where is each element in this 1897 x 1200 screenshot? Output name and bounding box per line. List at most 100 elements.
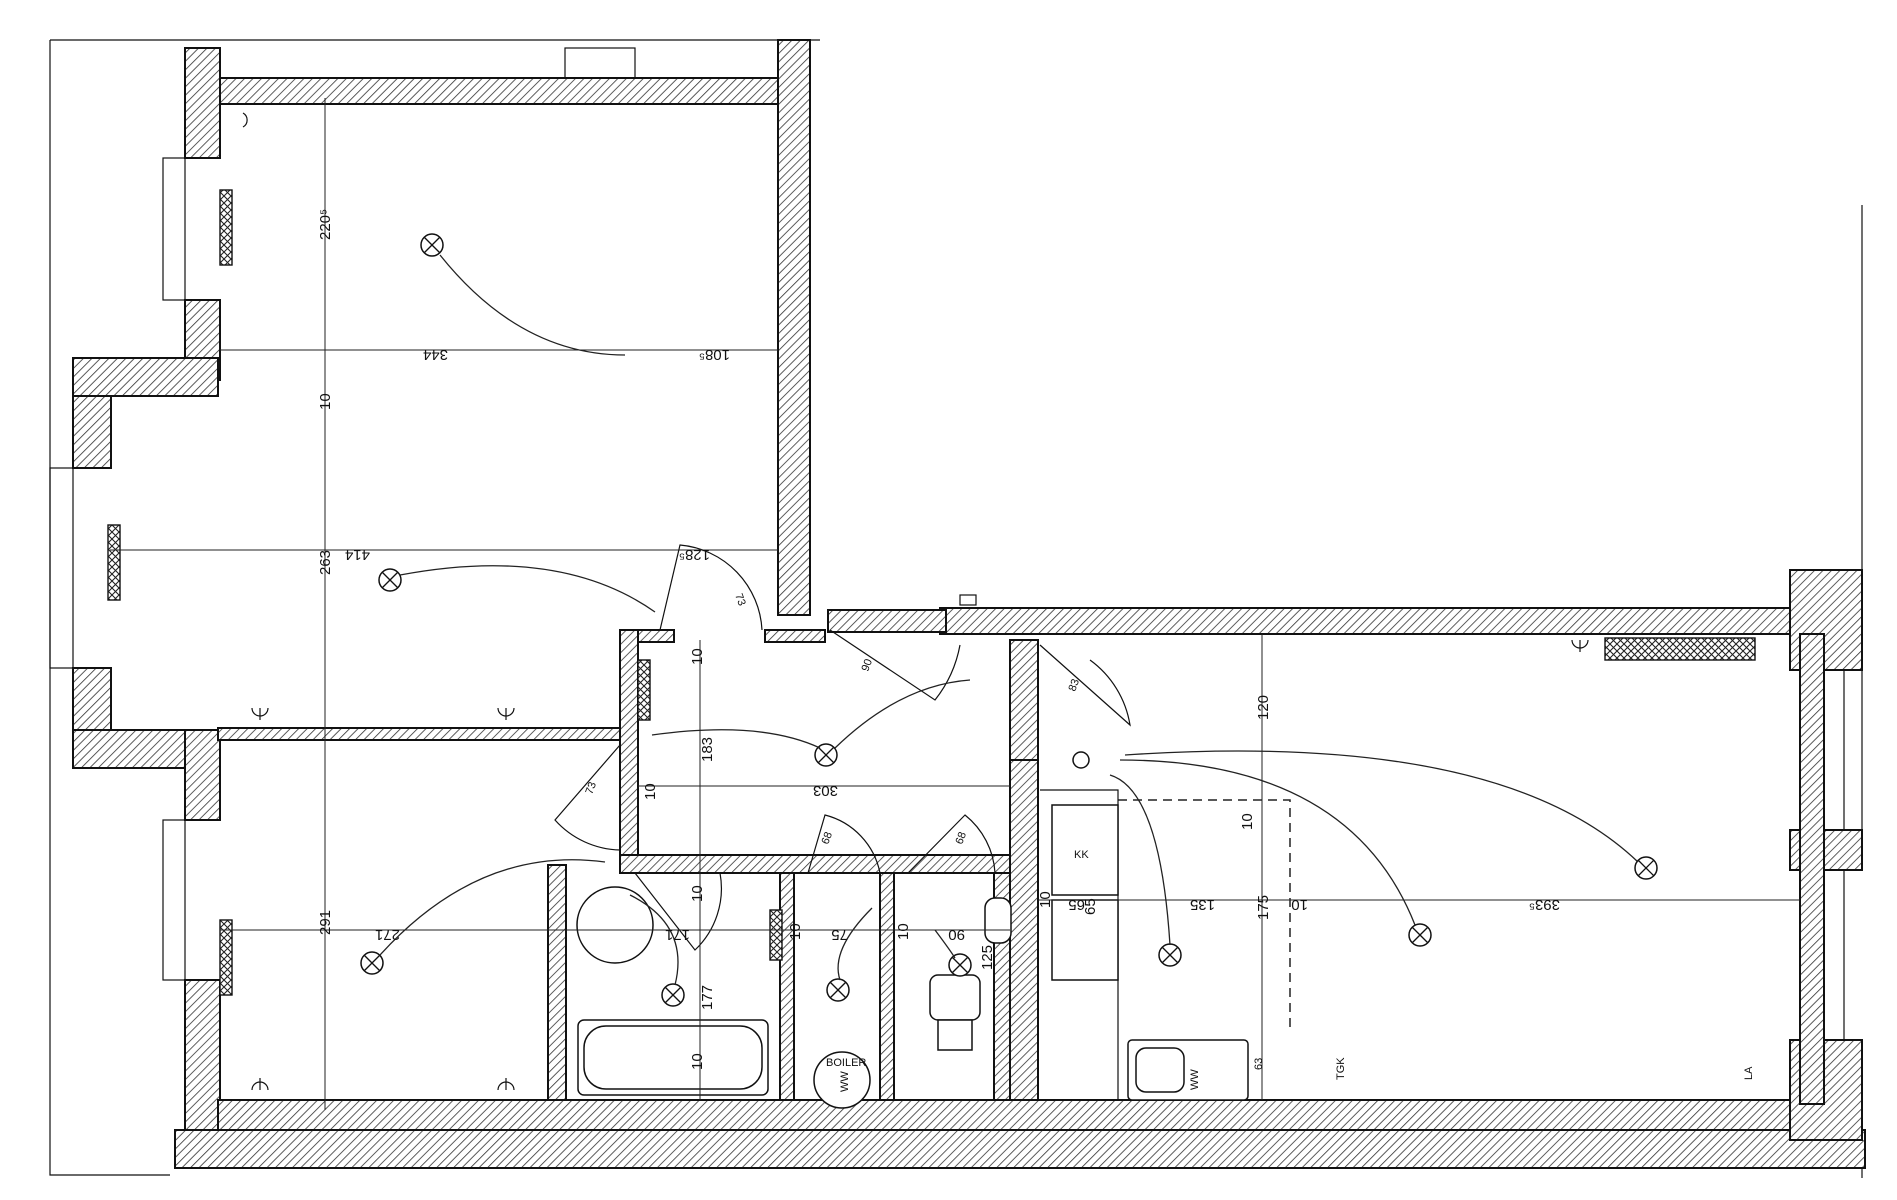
dim-10b: 10 bbox=[689, 648, 706, 665]
bath-east-wall bbox=[779, 872, 795, 1101]
dim-75: 75 bbox=[831, 926, 848, 943]
dim-10a: 10 bbox=[317, 393, 334, 410]
hall-north-stub-mid bbox=[764, 629, 826, 643]
east-block-north-wall bbox=[939, 607, 1791, 635]
socket-4 bbox=[251, 1078, 269, 1091]
wire-bedroom bbox=[439, 254, 626, 356]
bath-west-wall bbox=[547, 864, 567, 1101]
ww-label-1: WW bbox=[839, 1071, 851, 1092]
south-balcony-wall bbox=[174, 1129, 1866, 1169]
dim-125: 125 bbox=[979, 945, 996, 970]
window-room-southwest bbox=[162, 819, 186, 981]
door-bath bbox=[634, 872, 723, 951]
east-inner-wall bbox=[1799, 633, 1825, 1105]
dim-10d: 10 bbox=[642, 783, 659, 800]
wire-wc bbox=[934, 929, 956, 959]
window-bay bbox=[49, 467, 74, 669]
dim-108: 108⁵ bbox=[699, 346, 730, 363]
ww-label-2: WW bbox=[1189, 1069, 1201, 1090]
dim-90b: 90 bbox=[948, 926, 965, 943]
dim-303: 303 bbox=[813, 782, 838, 799]
bathroom-fixtures bbox=[576, 804, 1249, 1109]
socket-2 bbox=[251, 707, 269, 720]
dim-65a: 65 bbox=[1068, 896, 1085, 913]
lamp-living-east bbox=[1634, 856, 1658, 880]
radiator-living-east bbox=[1604, 637, 1756, 661]
radiator-living bbox=[107, 524, 121, 601]
wire-living bbox=[399, 565, 656, 613]
dim-120: 120 bbox=[1255, 695, 1272, 720]
dim-183: 183 bbox=[699, 737, 716, 762]
dimension-lines bbox=[110, 98, 1800, 1110]
dim-90a: 90 bbox=[860, 657, 875, 673]
radiator-bath bbox=[769, 909, 783, 961]
radiator-hall bbox=[637, 659, 651, 721]
door-hall-kitchen bbox=[1039, 644, 1131, 727]
cooktop bbox=[1051, 804, 1119, 896]
hall-north-wall bbox=[827, 609, 947, 633]
wire-laundry bbox=[837, 907, 873, 981]
hall-west-wall bbox=[619, 629, 639, 856]
hall-north-stub-left bbox=[637, 629, 675, 643]
kitchen-sink-bowl bbox=[1135, 1047, 1185, 1093]
dim-68b: 68 bbox=[954, 830, 969, 846]
north-wall-top bbox=[217, 77, 779, 105]
toilet-tank bbox=[937, 1019, 973, 1051]
wire-bath bbox=[629, 894, 679, 986]
exterior-walls bbox=[72, 39, 1866, 1169]
window-bedroom-west bbox=[162, 157, 186, 301]
dimension-labels: 220⁵ 344 108⁵ 10 414 128⁵ 263 73 90 83 1… bbox=[317, 209, 1560, 1070]
socket-3 bbox=[497, 707, 515, 720]
dim-135: 135 bbox=[1190, 896, 1215, 913]
socket-6 bbox=[1571, 639, 1589, 652]
wire-hall-west bbox=[651, 729, 821, 749]
dim-344: 344 bbox=[423, 346, 448, 363]
kk-label: KK bbox=[1074, 849, 1089, 861]
lamp-living bbox=[378, 568, 402, 592]
north-wall-corner bbox=[184, 47, 221, 159]
west-wall-bottom bbox=[184, 979, 221, 1131]
lamp-hall bbox=[814, 743, 838, 767]
lamp-southwest bbox=[360, 951, 384, 975]
tgk-label: TGK bbox=[1335, 1057, 1347, 1080]
dim-263: 263 bbox=[317, 550, 334, 575]
kitchen-west-wall bbox=[1009, 759, 1039, 1101]
dim-128: 128⁵ bbox=[679, 546, 710, 563]
lamp-bath bbox=[661, 983, 685, 1007]
dim-177: 177 bbox=[699, 985, 716, 1010]
fixture-labels: BOILER WW WW KK TGK LA bbox=[826, 849, 1755, 1092]
west-wall-lower bbox=[184, 729, 221, 821]
hall-east-wall bbox=[1009, 639, 1039, 761]
socket-1 bbox=[242, 112, 248, 128]
dim-10f: 10 bbox=[787, 923, 804, 940]
dim-10e: 10 bbox=[689, 885, 706, 902]
dim-175: 175 bbox=[1255, 895, 1272, 920]
center-wall-vertical bbox=[777, 39, 811, 616]
dim-271: 271 bbox=[375, 926, 400, 943]
boiler-label: BOILER bbox=[826, 1057, 866, 1069]
radiator-southwest bbox=[219, 919, 233, 996]
wire-living-east bbox=[1124, 750, 1639, 863]
wall-between-rooms bbox=[217, 727, 629, 741]
wc-basin bbox=[984, 897, 1012, 944]
junction-box bbox=[959, 594, 977, 606]
lamp-laundry bbox=[826, 978, 850, 1002]
dim-68a: 68 bbox=[820, 830, 835, 846]
bay-top bbox=[72, 357, 219, 397]
dim-10h: 10 bbox=[1037, 891, 1054, 908]
dim-83: 83 bbox=[1067, 677, 1082, 693]
dim-414: 414 bbox=[345, 546, 370, 563]
washing-machine bbox=[576, 886, 654, 964]
window-east-upper bbox=[1823, 669, 1845, 831]
wire-dining bbox=[1119, 759, 1416, 926]
doors bbox=[554, 544, 1131, 951]
la-label: LA bbox=[1743, 1066, 1755, 1080]
dim-63: 63 bbox=[1253, 1058, 1265, 1070]
kitchen-counter bbox=[1040, 789, 1119, 1100]
door-hall-living bbox=[659, 544, 763, 631]
bathtub-inner bbox=[583, 1025, 763, 1090]
lamp-bedroom bbox=[420, 233, 444, 257]
laundry-east-wall bbox=[879, 872, 895, 1101]
lamp-kitchen bbox=[1158, 943, 1182, 967]
